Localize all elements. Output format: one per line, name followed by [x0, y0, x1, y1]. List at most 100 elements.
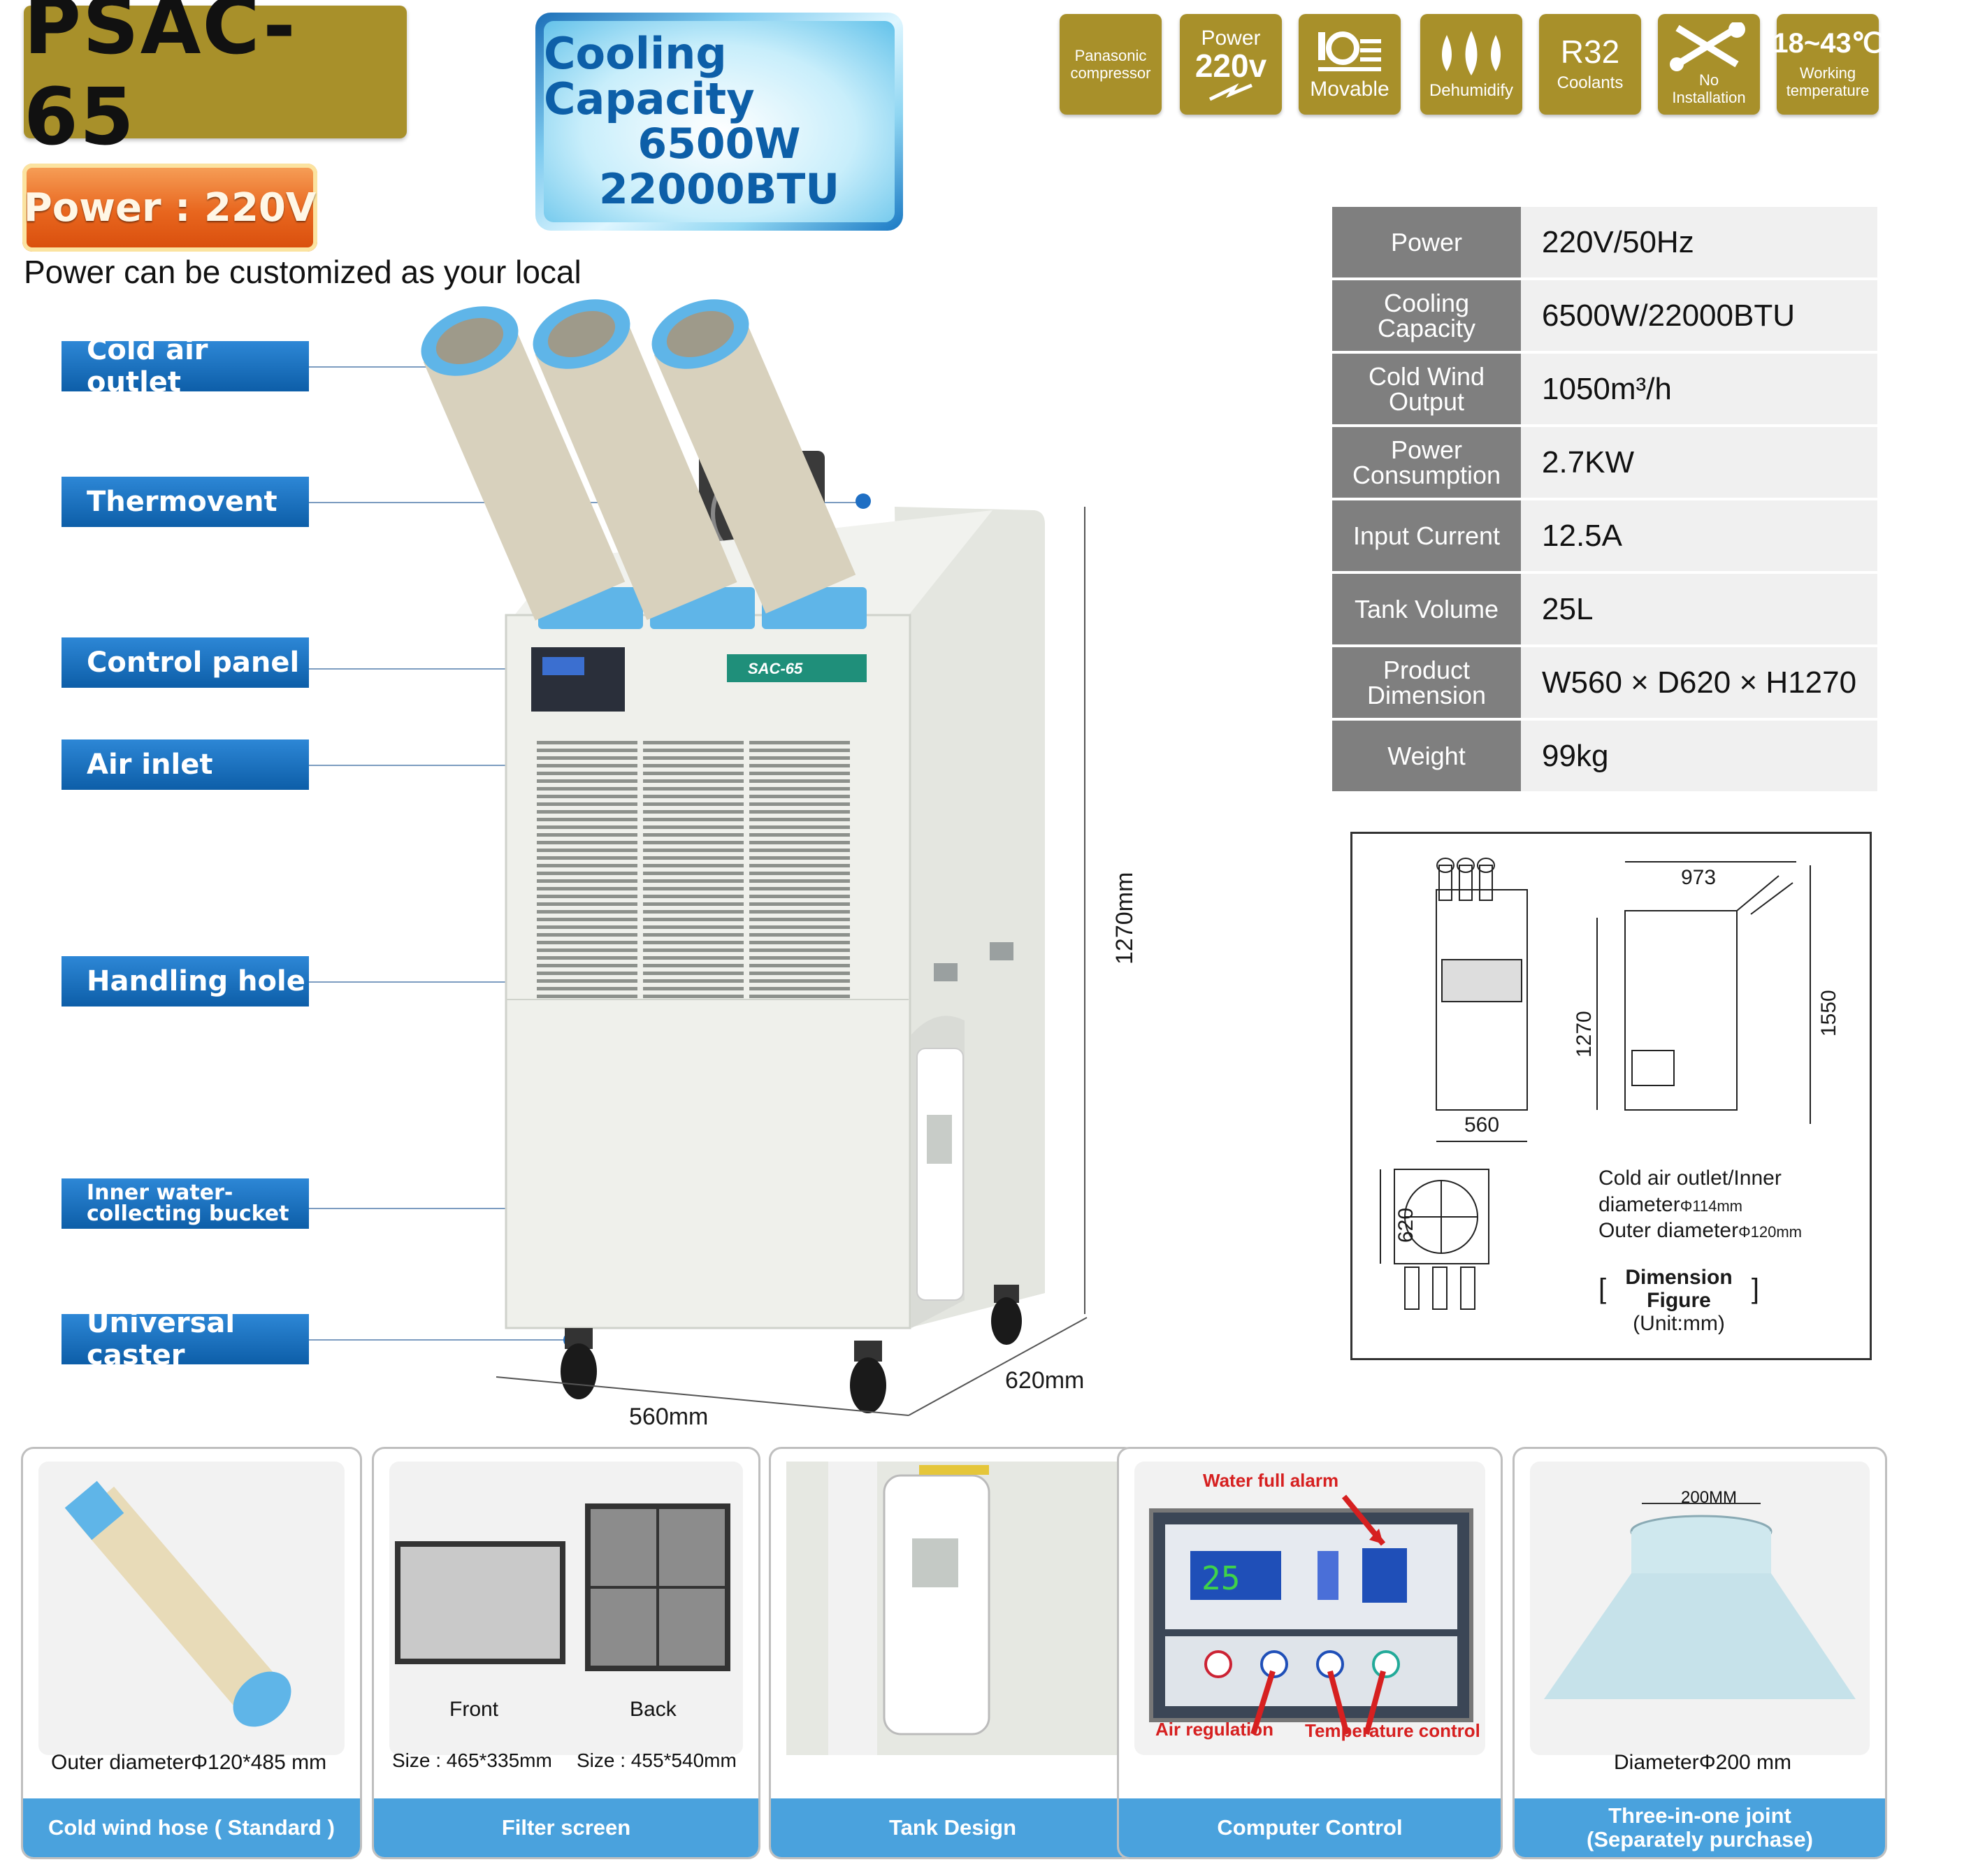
grille-louver: [643, 948, 744, 952]
grille-louver: [537, 756, 637, 760]
power-plug-icon: [1208, 82, 1253, 101]
joint-photo: [1530, 1462, 1870, 1755]
hose-photo: [38, 1462, 345, 1755]
spec-value: W560 × D620 × H1270: [1521, 646, 1877, 721]
grille-louver: [537, 749, 637, 752]
grille-louver: [537, 764, 637, 767]
grille-louver: [749, 825, 850, 829]
feature-coolant: R32 Coolants: [1539, 14, 1641, 115]
grille-louver: [537, 810, 637, 814]
control-display-value: 25: [1201, 1559, 1241, 1597]
dimension-figure: 973 1270 1550 560 620 Cold air outlet/In…: [1350, 832, 1872, 1360]
grille-louver: [537, 864, 637, 867]
filter-front-size: Size : 465*335mm: [392, 1749, 552, 1771]
grille-louver: [749, 902, 850, 906]
cold-air-hoses: [421, 299, 856, 621]
filter-caption: Filter screen: [374, 1798, 758, 1857]
spec-key: Weight: [1332, 719, 1521, 794]
spec-key: Power Consumption: [1332, 426, 1521, 500]
dim-note2a: diameter: [1598, 1192, 1680, 1216]
grille-louver: [537, 779, 637, 783]
feature-working-temp-line3: temperature: [1786, 82, 1870, 99]
grille-louver: [643, 764, 744, 767]
grille-louver: [537, 825, 637, 829]
grille-louver: [749, 772, 850, 775]
dim-width-label: 560mm: [629, 1404, 709, 1430]
grille-louver: [537, 887, 637, 890]
spec-key: Cold Wind Output: [1332, 352, 1521, 427]
grille-louver: [537, 787, 637, 791]
grille-louver: [643, 756, 744, 760]
feature-movable-label: Movable: [1310, 77, 1389, 101]
feature-compressor-line2: compressor: [1070, 64, 1151, 82]
grille-louver: [643, 787, 744, 791]
grille-louver: [749, 879, 850, 883]
power-badge-text: Power : 220V: [23, 185, 317, 231]
grille-louver: [749, 918, 850, 921]
grille-louver: [749, 787, 850, 791]
grille-louver: [749, 925, 850, 929]
tank-caption: Tank Design: [771, 1798, 1134, 1857]
spec-key: Power: [1332, 207, 1521, 280]
spec-value: 25L: [1521, 572, 1877, 647]
dim-front-width: 560: [1464, 1113, 1500, 1137]
dim-top-width: 973: [1681, 866, 1717, 889]
grille-louver: [537, 795, 637, 798]
grille-louver: [643, 879, 744, 883]
leader-control-panel: [309, 668, 549, 670]
grille-louver: [643, 902, 744, 906]
leader-cold-air-outlet: [309, 366, 474, 368]
label-universal-caster: Universal caster: [62, 1314, 309, 1364]
dim-note3b: Φ120mm: [1738, 1223, 1803, 1241]
grille-louver: [749, 964, 850, 967]
grille-louver: [643, 979, 744, 983]
width-dimension-line: [496, 1376, 909, 1416]
feature-coolant-line1: R32: [1560, 34, 1620, 71]
grille-louver: [643, 810, 744, 814]
grille-louver: [537, 841, 637, 844]
dim-unit: (Unit:mm): [1633, 1312, 1725, 1335]
filter-photo: [389, 1462, 743, 1755]
grille-louver: [643, 887, 744, 890]
cooling-capacity-badge: Cooling Capacity 6500W 22000BTU: [535, 13, 903, 231]
spec-value: 2.7KW: [1521, 426, 1877, 500]
control-caption: Computer Control: [1119, 1798, 1501, 1857]
model-name: PSAC-65: [24, 0, 297, 163]
grille-louver: [749, 872, 850, 875]
power-note: Power can be customized as your local: [24, 254, 582, 290]
grille-louver: [537, 910, 637, 914]
grille-louver: [749, 995, 850, 998]
feature-dehumidify: Dehumidify: [1420, 14, 1522, 115]
grille-louver: [537, 925, 637, 929]
grille-louver: [643, 818, 744, 821]
spec-key: Tank Volume: [1332, 572, 1521, 647]
dim-body-height: 1270: [1573, 1011, 1596, 1058]
control-photo: 25: [1134, 1462, 1485, 1755]
grille-louver: [537, 872, 637, 875]
temperature-control-label: Temperature control: [1305, 1720, 1480, 1741]
grille-louver: [643, 825, 744, 829]
label-cold-air-outlet: Cold air outlet: [62, 341, 309, 391]
grille-louver: [537, 879, 637, 883]
grille-louver: [643, 772, 744, 775]
dim-note3a: Outer diameter: [1598, 1219, 1739, 1242]
feature-power-line1: Power: [1201, 26, 1261, 50]
grille-louver: [643, 972, 744, 975]
grille-louver: [643, 918, 744, 921]
capacity-btu: 22000BTU: [598, 165, 840, 215]
feature-working-temp: 18~43℃ Working temperature: [1773, 14, 1883, 115]
feature-coolant-line2: Coolants: [1557, 73, 1624, 93]
grille-louver: [643, 749, 744, 752]
label-water-bucket: Inner water-collecting bucket: [62, 1178, 309, 1229]
grille-louver: [537, 849, 637, 852]
feature-working-temp-range: 18~43℃: [1773, 27, 1883, 59]
grille-louver: [537, 802, 637, 806]
grille-louver: [643, 849, 744, 852]
brand-plate-text: SAC-65: [748, 660, 803, 677]
grille-louver: [643, 933, 744, 937]
